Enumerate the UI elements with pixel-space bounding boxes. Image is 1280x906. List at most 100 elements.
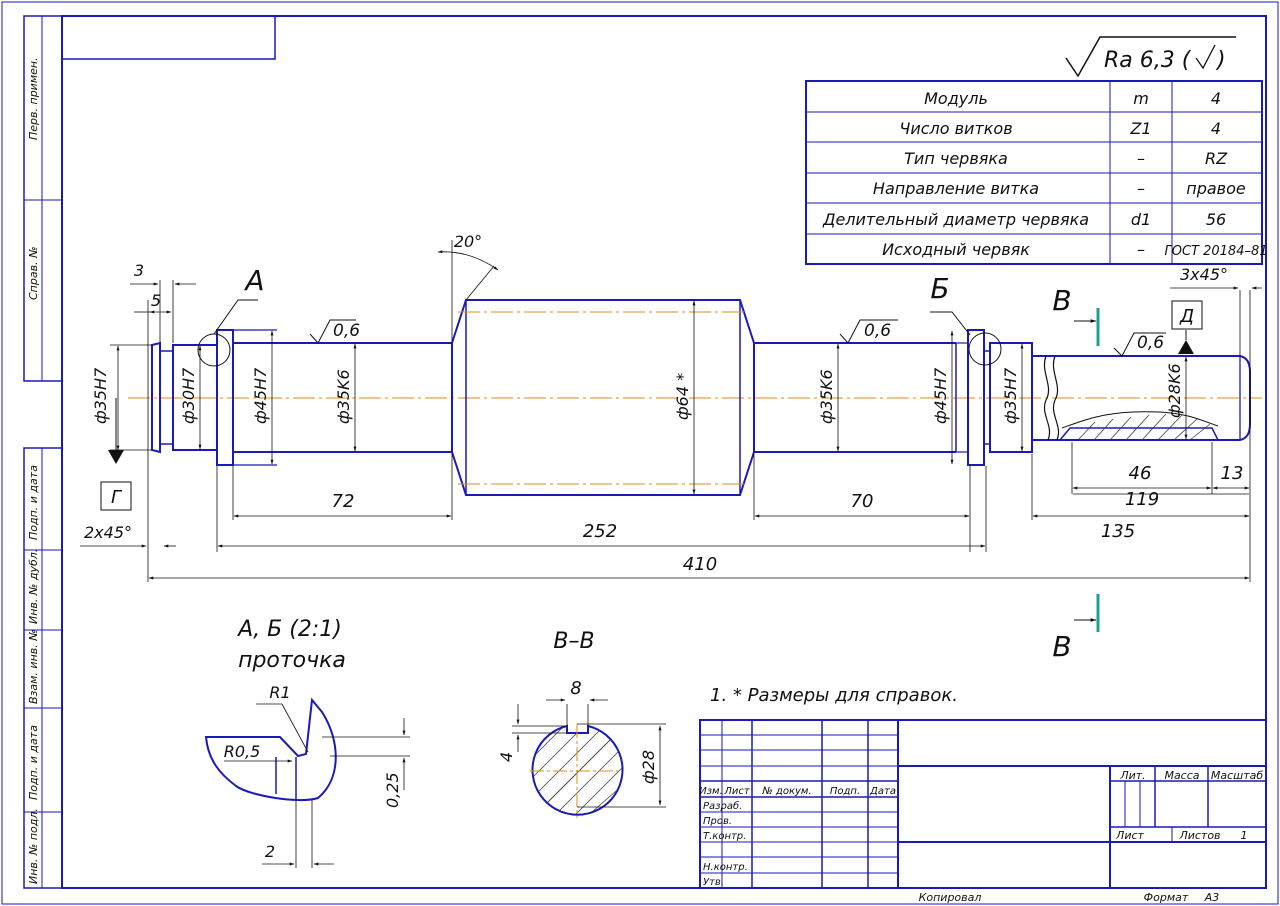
dim-d35h7-right: ф35H7 [1001,367,1020,424]
stamp-vzam-inv: Взам. инв. № [27,629,40,704]
tb-format-value: А3 [1204,891,1220,904]
param-name-type: Тип червяка [904,149,1008,168]
dim-keyway-4: 4 [497,752,516,762]
tb-lit: Лит. [1119,769,1145,782]
tb-col-list: Лист [723,786,751,797]
dim-d35h7-left: ф35H7 [91,367,110,424]
keyway-local-section [1058,411,1220,441]
dim-119: 119 [1125,489,1159,510]
radius-r1: R1 [269,683,290,702]
roughness-close-paren: ) [1215,48,1226,73]
datum-d-label: Д [1179,306,1194,327]
param-val-turns: 4 [1211,119,1221,138]
tb-row-razrab: Разраб. [703,800,742,812]
chamfer-2x45: 2x45° [84,523,132,542]
technical-note: 1. * Размеры для справок. [710,685,958,706]
detail-circle-a [197,333,231,367]
dim-72: 72 [332,491,355,512]
dim-d35k6-right: ф35K6 [817,369,836,424]
shaft-main-view: А Б Г Д В В 0,6 0, [80,232,1262,663]
dim-section-d28: ф28 [639,750,658,784]
tb-col-doc: № докум. [761,786,811,797]
dim-70: 70 [851,491,874,512]
roughness-local-3: 0,6 [1137,333,1164,353]
section-label-v-top: В [1052,284,1071,317]
tb-row-prov: Пров. [703,816,732,827]
param-sym-direction: – [1137,179,1145,198]
tb-sheets: Листов [1178,829,1220,842]
param-val-type: RZ [1205,149,1228,168]
tb-row-utv: Утв. [703,877,724,888]
param-val-direction: правое [1186,179,1246,198]
detail-title: А, Б (2:1) [236,617,342,642]
dim-3: 3 [134,261,144,280]
dim-5: 5 [151,291,161,310]
local-roughness-marks: 0,6 0,6 0,6 [309,319,1166,357]
dim-13: 13 [1221,463,1244,484]
roughness-text: Ra 6,3 ( [1104,48,1192,73]
dim-d35k6-left: ф35K6 [334,369,353,424]
section-vv: В–В 8 4 ф28 [497,629,666,818]
dim-d45h7-left: ф45H7 [251,367,270,424]
section-cut-v: В В [1052,284,1100,663]
param-name-module: Модуль [924,89,988,108]
dim-410: 410 [683,554,717,575]
param-val-pitch-diameter: 56 [1206,210,1226,229]
dim-keyway-8: 8 [570,678,581,699]
tb-scale: Масштаб [1211,769,1263,782]
diameter-dims: ф35H7 ф30H7 ф45H7 ф35K6 ф64 * ф35K6 ф45H… [91,300,1188,495]
general-roughness-mark: Ra 6,3 ( ) [1065,36,1236,78]
param-sym-type: – [1137,149,1145,168]
stamp-sprav-no: Справ. № [27,246,40,300]
chamfer-3x45: 3x45° [1180,265,1228,284]
param-sym-base-worm: – [1137,240,1145,259]
dim-135: 135 [1101,521,1135,542]
roughness-local-2: 0,6 [864,321,891,341]
param-val-base-worm: ГОСТ 20184–81 [1164,244,1267,259]
angle-20: 20° [454,232,482,251]
view-label-b: Б [930,272,949,305]
datum-d: Д [1171,300,1203,354]
stamp-perv-primen: Перв. примен. [27,57,40,140]
roughness-local-1: 0,6 [333,321,360,341]
section-label-v-bottom: В [1052,630,1071,663]
tb-mass: Масса [1164,769,1199,782]
param-name-direction: Направление витка [873,179,1039,198]
dim-46: 46 [1129,463,1152,484]
stamp-inv-dubl: Инв. № дубл. [27,549,40,624]
tb-copied: Копировал [919,891,982,904]
stamp-inv-podl: Инв. № подл. [27,808,40,884]
stamp-podp-data-2: Подп. и дата [27,725,40,800]
tb-col-date: Дата [869,786,896,797]
tb-row-tkontr: Т.контр. [703,831,746,842]
detail-circle-b [968,332,1002,366]
dim-025: 0,25 [383,772,402,808]
param-val-module: 4 [1211,89,1221,108]
dim-d45h7-right: ф45H7 [931,367,950,424]
dim-d28k6: ф28K6 [1165,363,1184,418]
detail-subtitle: проточка [238,648,346,673]
length-dims: 3 5 72 70 252 410 135 46 119 13 2x45° [80,232,1262,582]
param-sym-turns: Z1 [1129,119,1151,138]
dim-2: 2 [265,842,275,861]
title-block: Изм. Лист № докум. Подп. Дата Разраб. Пр… [699,719,1267,904]
tb-col-izm: Изм. [699,786,723,797]
worm-parameters-table: Модуль m 4 Число витков Z1 4 Тип червяка… [805,80,1268,265]
tb-col-sign: Подп. [830,786,860,797]
tb-row-nkontr: Н.контр. [703,862,748,873]
radius-r05: R0,5 [224,742,261,761]
datum-g: Г [100,398,132,511]
param-sym-module: m [1133,89,1149,108]
param-name-base-worm: Исходный червяк [882,240,1030,259]
param-sym-pitch-diameter: d1 [1131,210,1151,229]
detail-groove-view: А, Б (2:1) проточка R1 R0,5 2 0,25 [204,617,410,868]
param-name-turns: Число витков [899,119,1012,138]
stamp-podp-data-1: Подп. и дата [27,465,40,540]
param-name-pitch-diameter: Делительный диаметр червяка [822,210,1089,229]
side-stamp: Перв. примен. Справ. № Подп. и дата Инв.… [27,57,40,884]
tb-sheets-count: 1 [1241,829,1248,842]
dim-d30h7: ф30H7 [179,367,198,424]
tb-sheet: Лист [1115,829,1144,842]
